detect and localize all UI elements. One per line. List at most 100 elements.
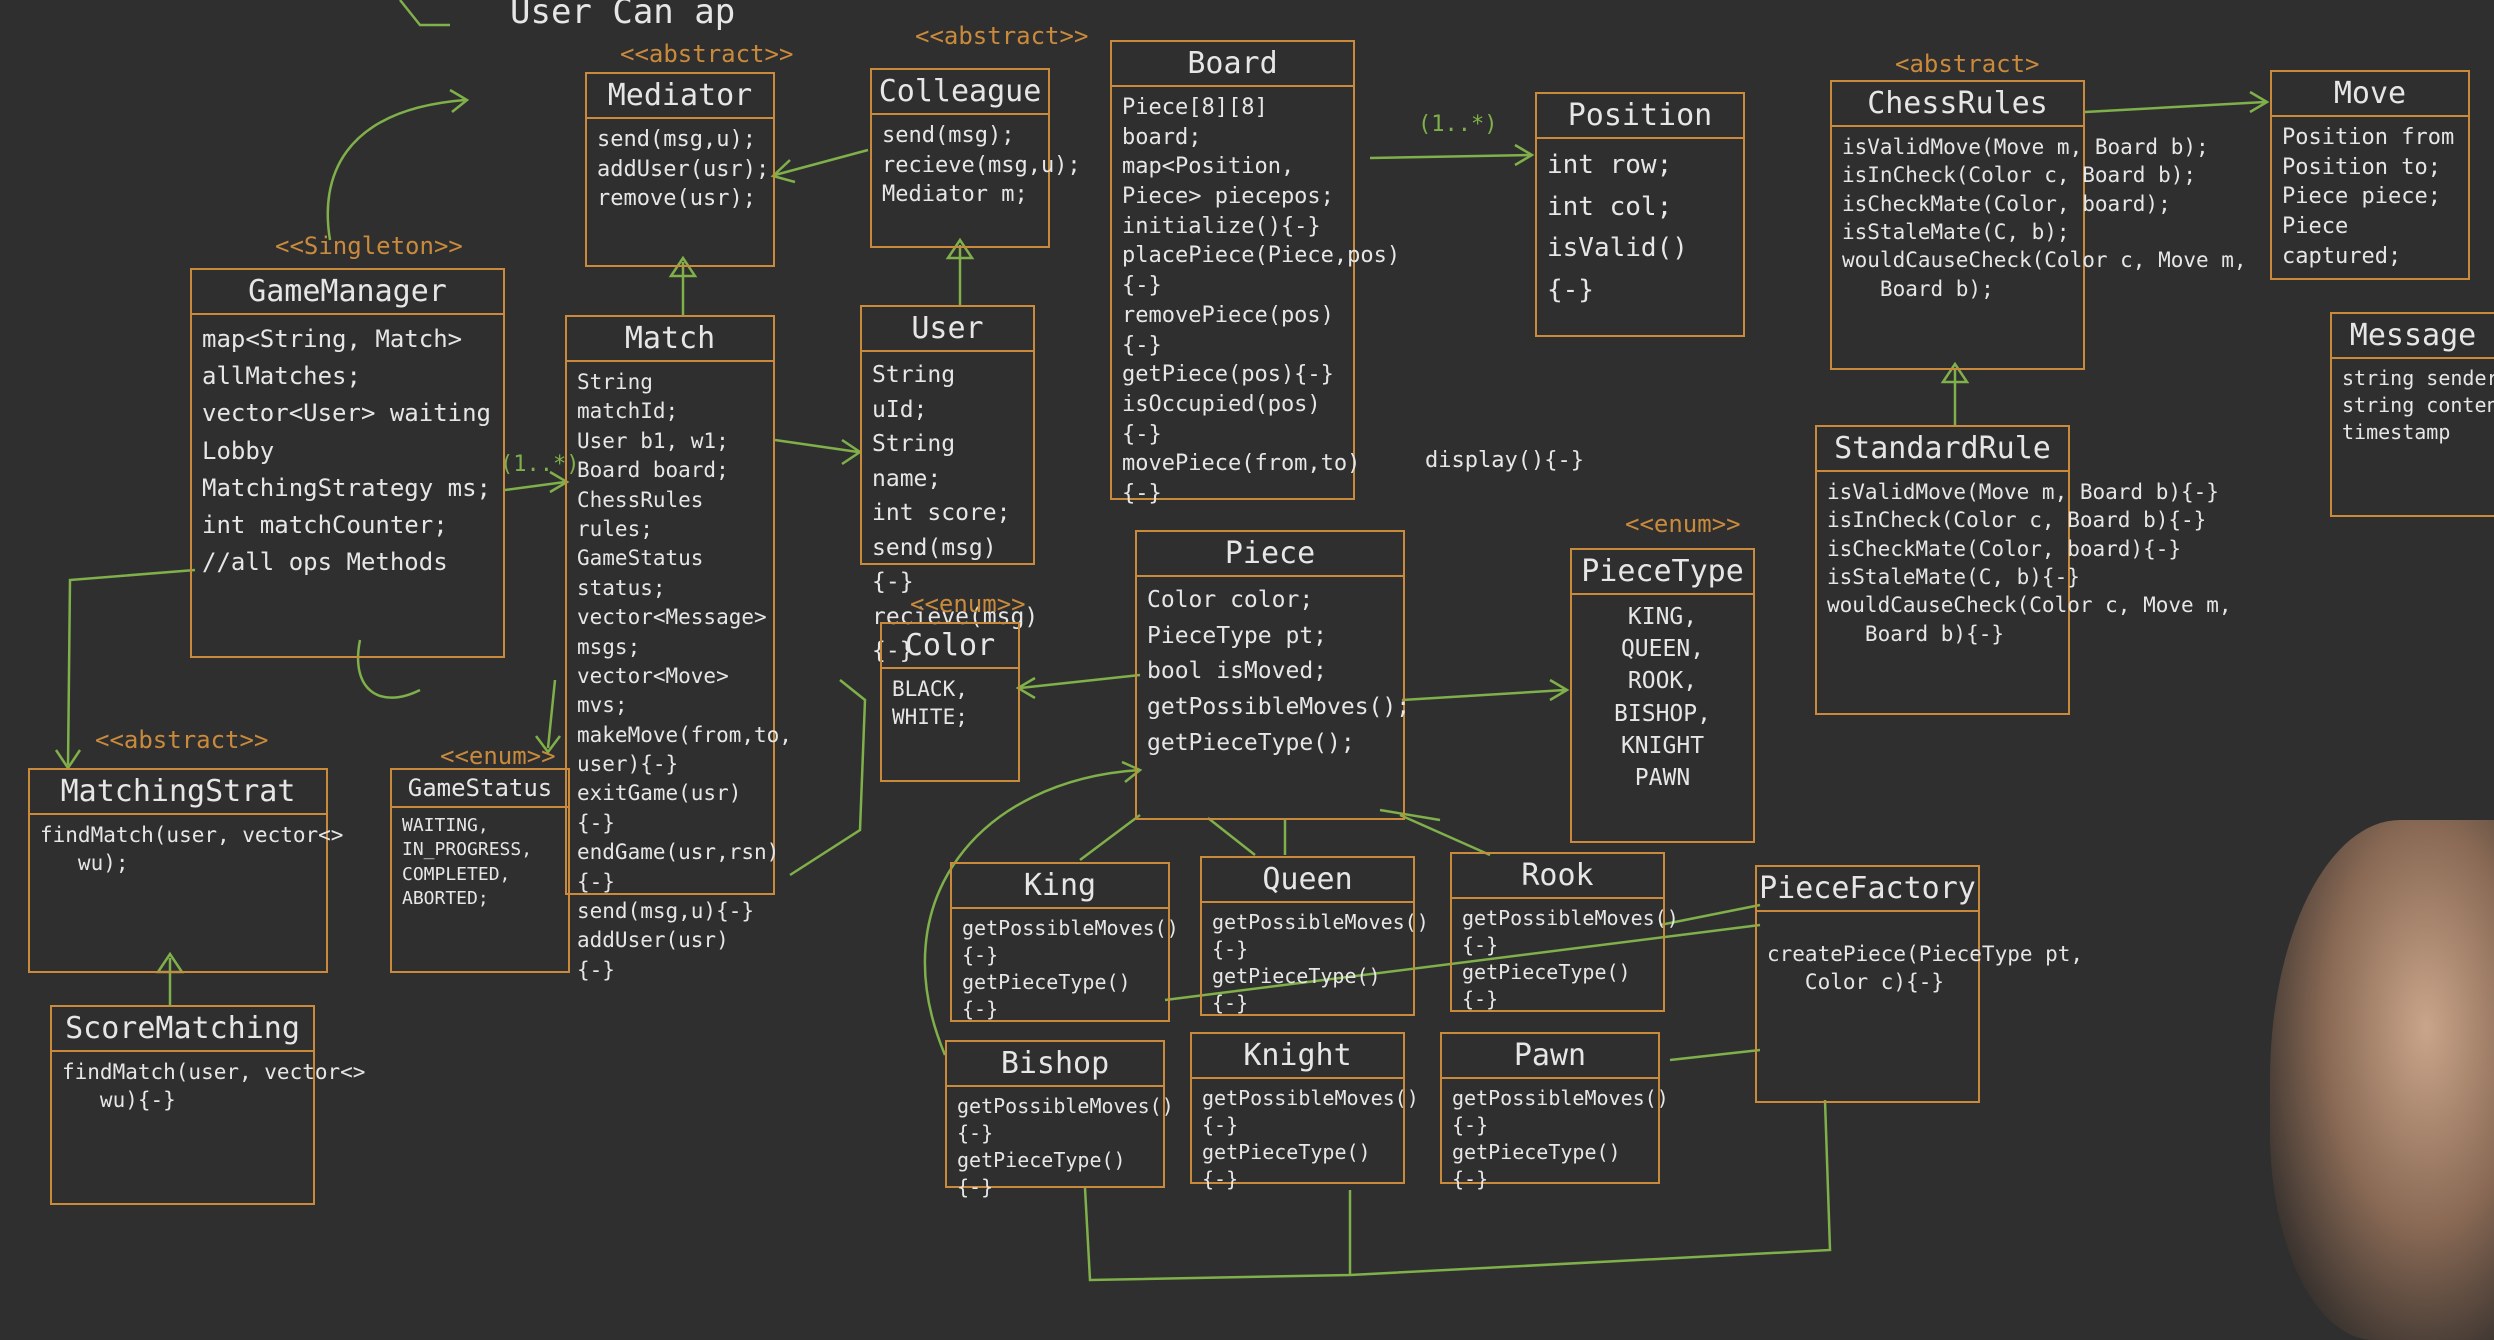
board-class: Board Piece[8][8] board; map<Position, P… <box>1110 40 1400 506</box>
factory-bishop-arrow <box>1164 923 1761 1002</box>
piecefactory-name: PieceFactory <box>1757 867 1978 912</box>
piece-name: Piece <box>1137 532 1403 577</box>
rook-name: Rook <box>1452 854 1663 899</box>
gamestatus-class: GameStatus WAITING, IN_PROGRESS, COMPLET… <box>390 768 570 973</box>
position-name: Position <box>1537 94 1743 139</box>
chessrules-name: ChessRules <box>1832 82 2083 127</box>
queen-piece-arrow <box>1207 817 1256 856</box>
standardrule-name: StandardRule <box>1817 427 2068 472</box>
user-name: User <box>862 307 1033 352</box>
piecetype-name: PieceType <box>1572 550 1753 595</box>
colleague-class: Colleague send(msg); recieve(msg,u); Med… <box>870 68 1081 248</box>
match-user-arrow <box>774 438 859 454</box>
rook-members: getPossibleMoves(){-} getPieceType(){-} <box>1462 906 1679 1011</box>
bishop-name: Bishop <box>947 1042 1163 1087</box>
match-bracket <box>789 679 867 877</box>
factory-rook-arrow <box>1659 903 1761 927</box>
match-class: Match String matchId; User b1, w1; Board… <box>565 315 792 982</box>
matchingstrat-members: findMatch(user, vector<> wu); <box>40 823 344 876</box>
pawn-piece-arrow <box>1379 808 1441 822</box>
move-class: Move Position from Position to; Piece pi… <box>2270 70 2470 280</box>
mediator-class: Mediator send(msg,u); addUser(usr); remo… <box>585 72 775 267</box>
colleague-stereotype: <<abstract>> <box>915 22 1089 50</box>
matchingstrat-stereotype: <<abstract>> <box>95 726 269 754</box>
top-scribble: User Can ap <box>510 0 736 32</box>
king-class: King getPossibleMoves(){-} getPieceType(… <box>950 862 1179 1022</box>
piece-piecetype-arrow <box>1401 688 1566 702</box>
bishop-piece-arrow <box>923 768 1141 1056</box>
king-members: getPossibleMoves(){-} getPieceType(){-} <box>962 916 1179 1021</box>
bishop-class: Bishop getPossibleMoves(){-} getPieceTyp… <box>945 1040 1174 1199</box>
color-class: Color BLACK, WHITE; <box>880 622 1020 782</box>
color-stereotype: <<enum>> <box>910 590 1026 618</box>
piece-class: Piece Color color; PieceType pt; bool is… <box>1135 530 1411 820</box>
position-class: Position int row; int col; isValid(){-} <box>1535 92 1745 337</box>
gamemanager-class: GameManager map<String, Match> allMatche… <box>190 268 505 658</box>
gamestatus-members: WAITING, IN_PROGRESS, COMPLETED, ABORTED… <box>402 815 533 909</box>
queen-name: Queen <box>1202 858 1413 903</box>
gm-curl <box>356 639 421 699</box>
gamemanager-name: GameManager <box>192 270 503 315</box>
chessrules-members: isValidMove(Move m, Board b); isInCheck(… <box>1842 135 2247 301</box>
mediator-stereotype: <<abstract>> <box>620 40 794 68</box>
display-note: display(){-} <box>1425 448 1584 473</box>
gamestatus-stereotype: <<enum>> <box>440 742 556 770</box>
gamestatus-name: GameStatus <box>392 770 568 808</box>
pawn-members: getPossibleMoves(){-} getPieceType(){-} <box>1452 1086 1669 1191</box>
match-members: String matchId; User b1, w1; Board board… <box>577 370 792 982</box>
top-arrow <box>399 0 450 27</box>
piece-color-arrow <box>1019 673 1141 690</box>
king-piece-arrow <box>1079 814 1141 861</box>
piecefactory-class: PieceFactory createPiece(PieceType pt, C… <box>1755 865 2084 1103</box>
queen-members: getPossibleMoves(){-} getPieceType(){-} <box>1212 910 1429 1015</box>
piecetype-members: KING, QUEEN, ROOK, BISHOP, KNIGHT PAWN <box>1614 604 1711 791</box>
chessrules-stereotype: <abstract> <box>1895 50 2040 78</box>
board-members: Piece[8][8] board; map<Position, Piece> … <box>1122 95 1401 506</box>
queen-class: Queen getPossibleMoves(){-} getPieceType… <box>1200 856 1429 1016</box>
singleton-curl <box>326 98 466 241</box>
standardrule-class: StandardRule isValidMove(Move m, Board b… <box>1815 425 2232 715</box>
piece-members: Color color; PieceType pt; bool isMoved;… <box>1147 587 1411 756</box>
piecetype-stereotype: <<enum>> <box>1625 510 1741 538</box>
color-name: Color <box>882 624 1018 669</box>
chessrules-move-arrow <box>2084 100 2266 114</box>
standardrule-members: isValidMove(Move m, Board b){-} isInChec… <box>1827 480 2232 646</box>
knight-members: getPossibleMoves(){-} getPieceType(){-} <box>1202 1086 1419 1191</box>
pawn-name: Pawn <box>1442 1034 1658 1079</box>
board-position-arrow <box>1369 153 1531 160</box>
position-members: int row; int col; isValid(){-} <box>1547 150 1688 305</box>
board-position-multiplicity: (1..*) <box>1418 112 1498 137</box>
colleague-mediator-arrow <box>774 148 869 177</box>
knight-class: Knight getPossibleMoves(){-} getPieceTyp… <box>1190 1032 1419 1191</box>
mediator-members: send(msg,u); addUser(usr); remove(usr); <box>597 127 770 212</box>
match-gamestatus-arrow <box>546 679 557 749</box>
piecefactory-members: createPiece(PieceType pt, Color c){-} <box>1767 942 2084 995</box>
color-members: BLACK, WHITE; <box>892 677 968 730</box>
message-class: Message string senderId string content t… <box>2330 312 2494 517</box>
mediator-name: Mediator <box>587 74 773 119</box>
rook-class: Rook getPossibleMoves(){-} getPieceType(… <box>1450 852 1679 1012</box>
message-members: string senderId string content timestamp <box>2342 366 2494 444</box>
king-name: King <box>952 864 1168 909</box>
gamemanager-members: map<String, Match> allMatches; vector<Us… <box>202 325 491 577</box>
colleague-name: Colleague <box>872 70 1048 115</box>
message-name: Message <box>2332 314 2494 359</box>
bishop-members: getPossibleMoves(){-} getPieceType(){-} <box>957 1094 1174 1199</box>
board-name: Board <box>1112 42 1353 87</box>
scorematching-name: ScoreMatching <box>52 1007 313 1052</box>
pawn-class: Pawn getPossibleMoves(){-} getPieceType(… <box>1440 1032 1669 1191</box>
rook-piece-arrow <box>1399 813 1491 857</box>
piecetype-class: PieceType KING, QUEEN, ROOK, BISHOP, KNI… <box>1570 548 1755 843</box>
colleague-members: send(msg); recieve(msg,u); Mediator m; <box>882 123 1081 208</box>
move-members: Position from Position to; Piece piece; … <box>2282 125 2455 269</box>
factory-pawn-arrow <box>1669 1048 1761 1062</box>
matchingstrat-name: MatchingStrat <box>30 770 326 815</box>
match-name: Match <box>567 317 773 362</box>
gm-matchingstrat-arrow <box>66 568 196 766</box>
scorematching-class: ScoreMatching findMatch(user, vector<> w… <box>50 1005 366 1205</box>
user-members: String uId; String name; int score; send… <box>872 362 1039 664</box>
chessrules-class: ChessRules isValidMove(Move m, Board b);… <box>1830 80 2247 370</box>
user-class: User String uId; String name; int score;… <box>860 305 1038 664</box>
scorematching-members: findMatch(user, vector<> wu){-} <box>62 1060 366 1113</box>
